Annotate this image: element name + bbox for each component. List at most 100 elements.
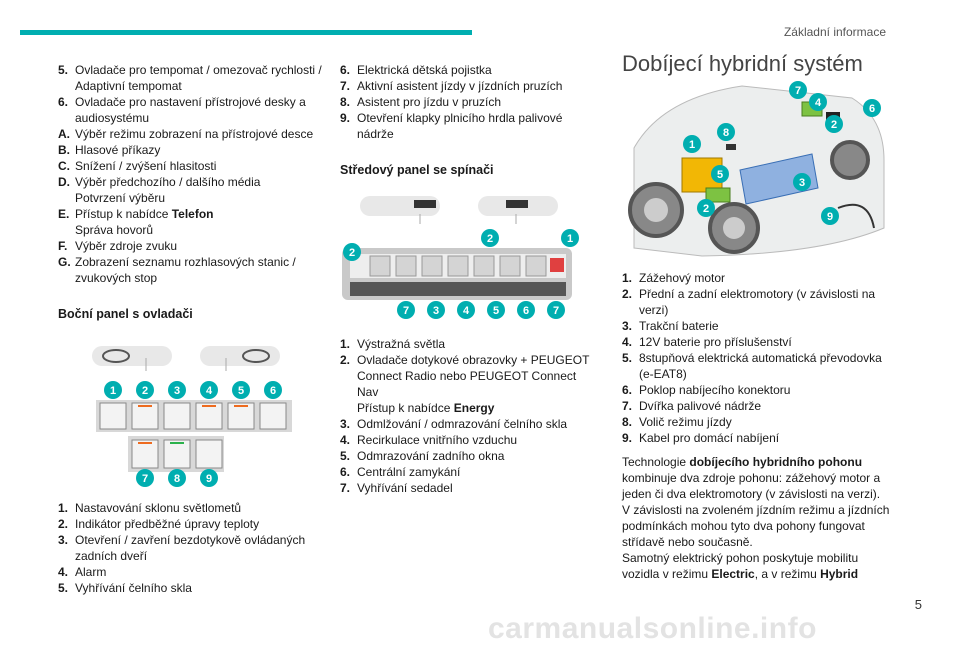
item-number: 7.	[340, 481, 351, 495]
callout-badge: 7	[789, 81, 807, 99]
svg-text:4: 4	[206, 385, 213, 397]
item-number: 5.	[58, 63, 69, 77]
item-text: Trakční baterie	[639, 319, 719, 333]
svg-text:8: 8	[174, 473, 180, 485]
svg-text:7: 7	[553, 305, 559, 317]
item-number: A.	[58, 127, 70, 141]
list-item: 6.Centrální zamykání	[340, 464, 596, 480]
callout-badge: 3	[427, 301, 445, 319]
svg-text:3: 3	[433, 305, 439, 317]
item-text: Výběr režimu zobrazení na přístrojové de…	[75, 127, 314, 141]
svg-text:2: 2	[142, 385, 148, 397]
list-item: 6.Poklop nabíjecího konektoru	[622, 382, 890, 398]
svg-text:2: 2	[703, 203, 709, 215]
callout-badge: 5	[711, 165, 729, 183]
list-item: 4.12V baterie pro příslušenství	[622, 334, 890, 350]
list-item: 1.Zážehový motor	[622, 270, 890, 286]
item-number: 1.	[58, 501, 69, 515]
item-text: Dvířka palivové nádrže	[639, 399, 762, 413]
item-text: Snížení / zvýšení hlasitosti	[75, 159, 217, 173]
callout-badge: 2	[343, 243, 361, 261]
item-number: 3.	[622, 319, 633, 333]
item-number: 9.	[622, 431, 633, 445]
list-item: A. Výběr režimu zobrazení na přístrojové …	[58, 126, 324, 142]
svg-text:6: 6	[869, 103, 875, 115]
list-item: 8. Volič režimu jízdy	[622, 414, 890, 430]
list-item: 5.Vyhřívání čelního skla	[58, 580, 324, 596]
list-item: 4.Recirkulace vnitřního vzduchu	[340, 432, 596, 448]
list-item: C. Snížení / zvýšení hlasitosti	[58, 158, 324, 174]
svg-text:3: 3	[174, 385, 180, 397]
item-text: Aktivní asistent jízdy v jízdních pruzíc…	[357, 79, 563, 93]
item-text: Volič režimu jízdy	[639, 415, 732, 429]
item-number: 5.	[340, 449, 351, 463]
charging-cable-icon	[837, 203, 875, 229]
list-item: 8.Asistent pro jízdu v pruzích	[340, 94, 596, 110]
item-number: F.	[58, 239, 68, 253]
callout-badge: 6	[863, 99, 881, 117]
item-number: 8.	[622, 415, 633, 429]
item-number: 7.	[622, 399, 633, 413]
item-text: Poklop nabíjecího konektoru	[639, 383, 791, 397]
callout-badge: 7	[547, 301, 565, 319]
intro-paragraph: Technologie dobíjecího hybridního pohonu…	[622, 455, 881, 501]
item-number: 5.	[622, 351, 633, 365]
list-item: F. Výběr zdroje zvuku	[58, 238, 324, 254]
column-1: 5. Ovladače pro tempomat / omezovač rychl…	[58, 62, 324, 596]
item-text: Otevření / zavření bezdotykově ovládanýc…	[75, 533, 306, 563]
list-item: 2.Indikátor předběžné úpravy teploty	[58, 516, 324, 532]
item-number: 5.	[58, 581, 69, 595]
list-item: 6. Elektrická dětská pojistka	[340, 62, 596, 78]
callout-badge: 2	[825, 115, 843, 133]
item-number: B.	[58, 143, 70, 157]
callout-badge: 7	[397, 301, 415, 319]
item-number: E.	[58, 207, 70, 221]
item-number: 3.	[340, 417, 351, 431]
list-item: 9. Kabel pro domácí nabíjení	[622, 430, 890, 446]
item-text: Odmrazování zadního okna	[357, 449, 505, 463]
callout-badge: 3	[168, 381, 186, 399]
svg-text:4: 4	[815, 97, 822, 109]
callout-badge: 2	[136, 381, 154, 399]
svg-text:1: 1	[110, 385, 116, 397]
item-text: Nastavování sklonu světlometů	[75, 501, 242, 515]
svg-text:2: 2	[487, 233, 493, 245]
item-number: C.	[58, 159, 70, 173]
modes-paragraph: V závislosti na zvoleném jízdním režimu …	[622, 503, 890, 549]
item-number: 2.	[622, 287, 633, 301]
item-number: 2.	[58, 517, 69, 531]
item-text: Ovladače dotykové obrazovky + PEUGEOT Co…	[357, 353, 590, 415]
callout-badge: 7	[136, 469, 154, 487]
item-text: Ovladače pro tempomat / omezovač rychlos…	[75, 63, 322, 93]
item-text: Centrální zamykání	[357, 465, 461, 479]
list-item: 5.8stupňová elektrická automatická převo…	[622, 350, 890, 382]
item-text: Alarm	[75, 565, 107, 579]
svg-text:1: 1	[567, 233, 573, 245]
list-item: 7.Vyhřívání sedadel	[340, 480, 596, 496]
item-text: Výběr zdroje zvuku	[75, 239, 178, 253]
item-text: Asistent pro jízdu v pruzích	[357, 95, 502, 109]
svg-text:5: 5	[717, 169, 723, 181]
svg-text:2: 2	[831, 119, 837, 131]
callout-badge: 8	[168, 469, 186, 487]
section-title: Základní informace	[783, 25, 886, 39]
list-item: B.Hlasové příkazy	[58, 142, 324, 158]
item-text: Odmlžování / odmrazování čelního skla	[357, 417, 568, 431]
item-number: D.	[58, 175, 70, 189]
list-item: 5. Odmrazování zadního okna	[340, 448, 596, 464]
svg-text:4: 4	[463, 305, 470, 317]
switch-panel-top	[96, 400, 292, 432]
item-text: Kabel pro domácí nabíjení	[639, 431, 780, 445]
callout-badge: 3	[793, 173, 811, 191]
item-number: 6.	[58, 95, 69, 109]
item-text: Elektrická dětská pojistka	[357, 63, 492, 77]
item-number: 4.	[58, 565, 69, 579]
item-text: Přední a zadní elektromotory (v závislos…	[639, 287, 876, 317]
item-number: 4.	[340, 433, 351, 447]
list-item: 7.Aktivní asistent jízdy v jízdních pruz…	[340, 78, 596, 94]
item-number: 4.	[622, 335, 633, 349]
item-number: 6.	[340, 63, 351, 77]
